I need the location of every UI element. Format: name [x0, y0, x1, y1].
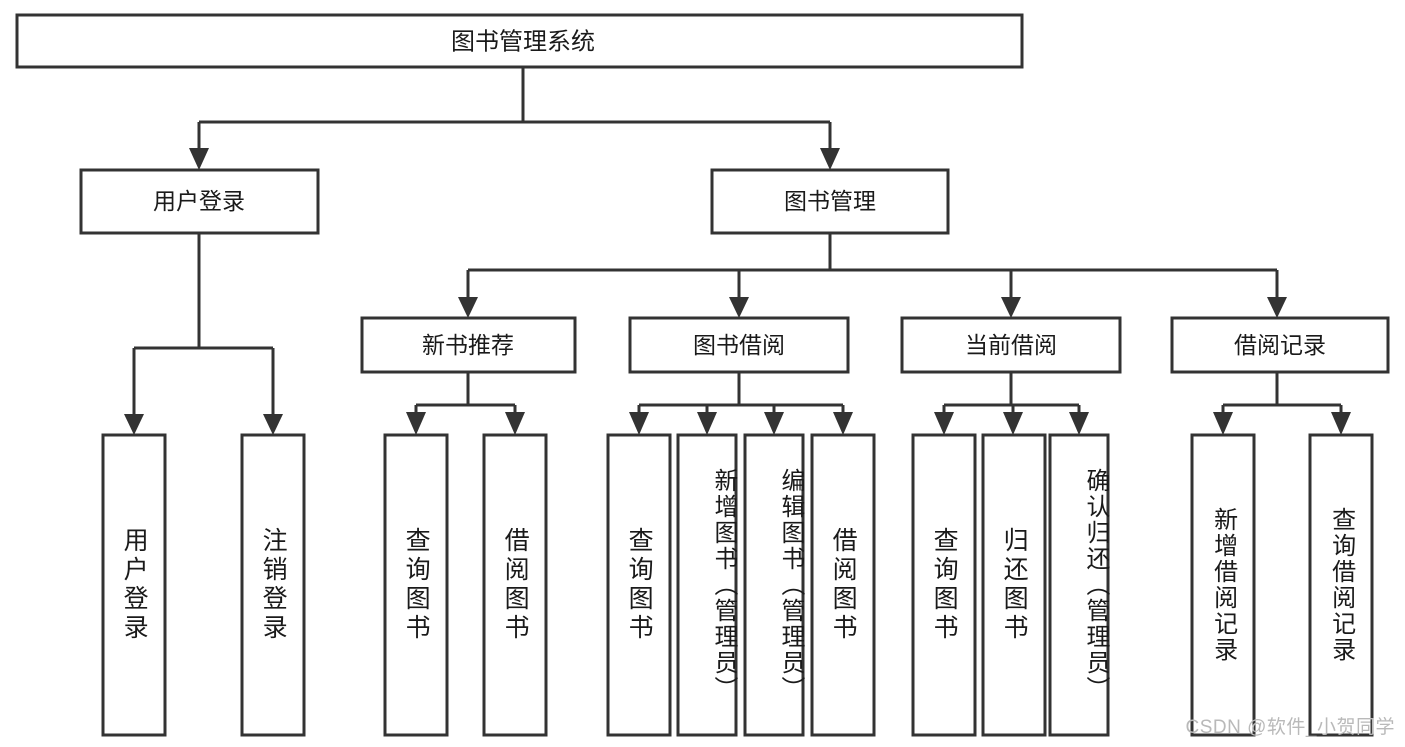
csdn-watermark: CSDN @软件_小贺同学	[1185, 717, 1395, 738]
node-box-borrow-records	[1170, 316, 1390, 374]
connector-group-current-borrow	[934, 372, 1089, 435]
node-box-user-logout[interactable]	[240, 433, 306, 737]
arrow-confirm-return-admin	[1069, 412, 1089, 435]
arrow-add-book-admin	[697, 412, 717, 435]
connector-group-book-borrow	[629, 372, 853, 435]
node-box-book-management	[710, 168, 950, 235]
arrow-query-borrow-record	[1331, 412, 1351, 435]
node-box-book-borrow	[628, 316, 850, 374]
node-box-root	[15, 13, 1024, 69]
node-box-return-book[interactable]	[981, 433, 1047, 737]
arrow-user-login	[189, 148, 209, 170]
node-borrow-records[interactable]: 借阅记录	[1170, 316, 1390, 374]
arrow-book-borrow	[729, 297, 749, 318]
node-box-query-book-3[interactable]	[911, 433, 977, 737]
node-box-current-borrow	[900, 316, 1122, 374]
node-label-root: 图书管理系统	[451, 28, 595, 55]
node-box-borrow-book-1[interactable]	[482, 433, 548, 737]
node-box-query-borrow-record[interactable]	[1308, 433, 1374, 737]
arrow-current-borrow	[1001, 297, 1021, 318]
node-label-borrow-records: 借阅记录	[1234, 332, 1326, 358]
leaf-boxes	[101, 433, 1374, 737]
node-user-login[interactable]: 用户登录	[79, 168, 320, 235]
arrow-return-book	[1003, 412, 1023, 435]
arrow-add-borrow-record	[1213, 412, 1233, 435]
arrow-new-book-recommend	[458, 297, 478, 318]
node-box-user-login-do[interactable]	[101, 433, 167, 737]
arrow-query-book-2	[629, 412, 649, 435]
node-book-management[interactable]: 图书管理	[710, 168, 950, 235]
node-label-user-login: 用户登录	[153, 188, 245, 214]
arrow-borrow-records	[1267, 297, 1287, 318]
node-box-query-book-1[interactable]	[383, 433, 449, 737]
node-book-borrow[interactable]: 图书借阅	[628, 316, 850, 374]
arrow-user-login-do	[124, 414, 144, 435]
node-box-add-borrow-record[interactable]	[1190, 433, 1256, 737]
node-label-current-borrow: 当前借阅	[965, 332, 1057, 358]
node-box-edit-book-admin[interactable]	[743, 433, 805, 737]
node-box-query-book-2[interactable]	[606, 433, 672, 737]
arrow-edit-book-admin	[764, 412, 784, 435]
arrow-user-logout	[263, 414, 283, 435]
node-box-confirm-return-admin[interactable]	[1048, 433, 1110, 737]
connector-group-user-login	[124, 233, 283, 435]
arrow-query-book-1	[406, 412, 426, 435]
node-label-book-management: 图书管理	[784, 188, 876, 214]
node-root-system[interactable]: 图书管理系统	[15, 13, 1024, 69]
connector-group-new-book-recommend	[406, 372, 525, 435]
node-box-user-login	[79, 168, 320, 235]
node-current-borrow[interactable]: 当前借阅	[900, 316, 1122, 374]
node-label-new-book-recommend: 新书推荐	[422, 332, 514, 358]
connector-group-root-correct	[189, 67, 840, 170]
arrow-borrow-book-2	[833, 412, 853, 435]
node-new-book-recommend[interactable]: 新书推荐	[360, 316, 577, 374]
arrow-book-management	[820, 148, 840, 170]
arrow-query-book-3	[934, 412, 954, 435]
connector-group-borrow-records	[1213, 372, 1351, 435]
node-box-add-book-admin[interactable]	[676, 433, 738, 737]
node-label-book-borrow: 图书借阅	[693, 332, 785, 358]
connector-group-book-management	[458, 233, 1287, 318]
node-box-borrow-book-2[interactable]	[810, 433, 876, 737]
arrow-borrow-book-1	[505, 412, 525, 435]
node-box-new-book-recommend	[360, 316, 577, 374]
